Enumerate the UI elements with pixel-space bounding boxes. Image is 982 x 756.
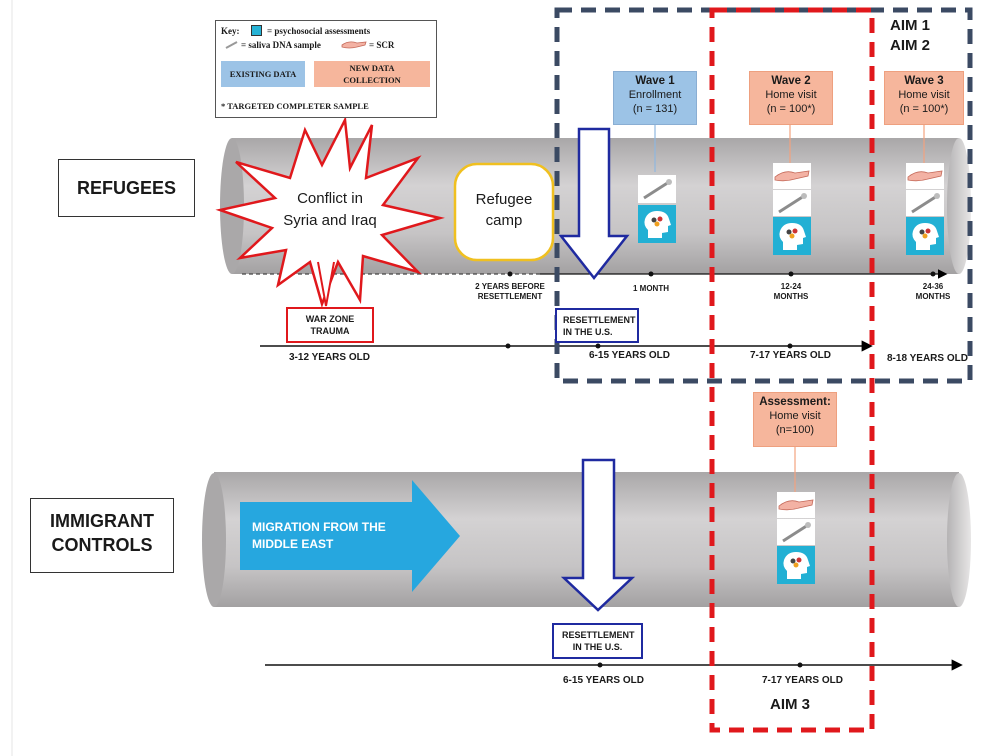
- assessment-line1: Home visit: [769, 410, 821, 422]
- scr-hand-icon: [773, 163, 811, 189]
- refugee-camp-label: Refugee camp: [475, 191, 533, 229]
- wave3-line2: (n = 100*): [899, 103, 949, 115]
- legend-box: Key: = psychosocial assessments = saliva…: [215, 20, 437, 118]
- assessment-line2: (n=100): [775, 424, 815, 436]
- aim3-box: [709, 7, 875, 733]
- assessment-box: Assessment: Home visit (n=100): [753, 392, 837, 447]
- wave2-line2: (n = 100*): [766, 103, 816, 115]
- immigrant-resettlement-box: RESETTLEMENT IN THE U.S.: [552, 623, 643, 659]
- immigrant-resettlement-label: RESETTLEMENT IN THE U.S.: [562, 630, 635, 652]
- wave1-box: Wave 1 Enrollment (n = 131): [613, 71, 697, 125]
- legend-targeted-note: * TARGETED COMPLETER SAMPLE: [221, 101, 369, 111]
- legend-psychosocial-text: = psychosocial assessments: [267, 26, 371, 36]
- wave1-line2: (n = 131): [632, 103, 678, 115]
- psychosocial-head-icon: [251, 25, 262, 36]
- refugee-resettlement-label: RESETTLEMENT IN THE U.S.: [563, 315, 636, 337]
- immigrant-label-box: IMMIGRANT CONTROLS: [30, 498, 174, 573]
- immigrant-age-1: 6-15 YEARS OLD: [563, 675, 644, 686]
- wave2-title: Wave 2: [771, 75, 811, 87]
- tick-12-24: 12-24 MONTHS: [773, 282, 809, 301]
- refugee-age-4: 8-18 YEARS OLD: [887, 353, 968, 364]
- refugee-camp-box: [453, 162, 555, 262]
- migration-label: MIGRATION FROM THE MIDDLE EAST: [252, 520, 386, 551]
- psychosocial-head-icon: [906, 217, 944, 255]
- immigrant-resettlement-arrow: [560, 458, 636, 612]
- scr-hand-icon: [906, 163, 944, 189]
- conflict-label: Conflict in Syria and Iraq: [283, 190, 377, 229]
- refugee-age-1: 3-12 YEARS OLD: [289, 352, 370, 363]
- conflict-pointer: [317, 261, 335, 307]
- aim3-label: AIM 3: [770, 696, 811, 713]
- aim1-label: AIM 1: [890, 17, 931, 34]
- tick-dot: [648, 271, 654, 277]
- refugees-label: REFUGEES: [76, 178, 177, 198]
- tick-dot: [595, 343, 601, 349]
- scr-hand-icon: [341, 41, 367, 49]
- refugee-age-2: 6-15 YEARS OLD: [589, 350, 670, 361]
- tick-1-month: 1 MONTH: [633, 284, 669, 293]
- wave1-title: Wave 1: [635, 75, 675, 87]
- scr-hand-icon: [777, 492, 815, 518]
- tick-24-36: 24-36 MONTHS: [915, 282, 951, 301]
- wave3-title: Wave 3: [904, 75, 944, 87]
- legend-existing-data: EXISTING DATA: [221, 61, 305, 87]
- saliva-swab-icon: [225, 41, 238, 49]
- legend-saliva-text: = saliva DNA sample: [241, 40, 321, 50]
- tick-dot: [505, 343, 511, 349]
- war-zone-label: WAR ZONE TRAUMA: [305, 314, 355, 336]
- saliva-swab-icon: [638, 175, 676, 203]
- wave1-line1: Enrollment: [628, 89, 682, 101]
- tick-two-years: 2 YEARS BEFORE RESETTLEMENT: [475, 282, 545, 301]
- refugees-label-box: REFUGEES: [58, 159, 195, 217]
- psychosocial-head-icon: [777, 546, 815, 584]
- tick-dot: [788, 271, 794, 277]
- wave3-box: Wave 3 Home visit (n = 100*): [884, 71, 964, 125]
- saliva-swab-icon: [906, 190, 944, 216]
- legend-scr-text: = SCR: [369, 40, 395, 50]
- refugee-age-3: 7-17 YEARS OLD: [750, 350, 831, 361]
- psychosocial-head-icon: [773, 217, 811, 255]
- tick-dot: [797, 662, 803, 668]
- wave2-box: Wave 2 Home visit (n = 100*): [749, 71, 833, 125]
- refugee-resettlement-box: RESETTLEMENT IN THE U.S.: [555, 308, 639, 343]
- conflict-starburst: [215, 115, 445, 308]
- migration-arrow: [240, 480, 460, 592]
- aim2-label: AIM 2: [890, 37, 931, 54]
- immigrant-age-2: 7-17 YEARS OLD: [762, 675, 843, 686]
- war-zone-box: WAR ZONE TRAUMA: [286, 307, 374, 343]
- saliva-swab-icon: [777, 519, 815, 545]
- legend-new-data: NEW DATA COLLECTION: [314, 61, 430, 87]
- wave3-line1: Home visit: [898, 89, 950, 101]
- refugee-resettlement-arrow: [558, 127, 630, 281]
- tick-dot: [507, 271, 513, 277]
- assessment-title: Assessment:: [759, 396, 831, 408]
- legend-key-prefix: Key:: [221, 26, 240, 36]
- tick-dot: [930, 271, 936, 277]
- psychosocial-head-icon: [638, 205, 676, 243]
- tick-dot: [787, 343, 793, 349]
- tick-dot: [597, 662, 603, 668]
- wave2-line1: Home visit: [765, 89, 817, 101]
- immigrant-label: IMMIGRANT CONTROLS: [50, 511, 154, 555]
- saliva-swab-icon: [773, 190, 811, 216]
